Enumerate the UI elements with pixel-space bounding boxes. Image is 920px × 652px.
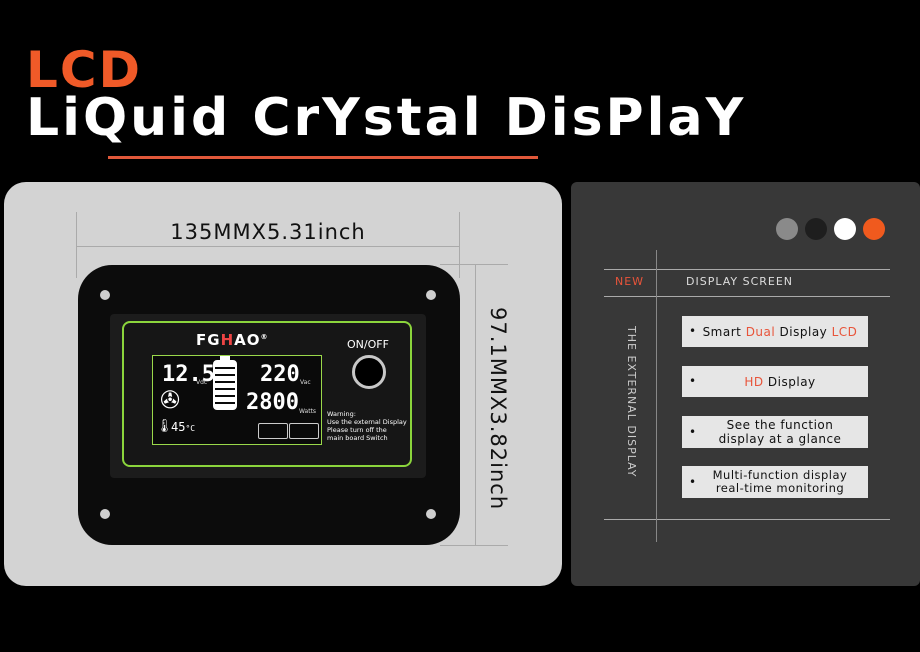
divider — [656, 250, 657, 542]
color-swatch-white[interactable] — [834, 218, 856, 240]
width-dimension-line — [76, 246, 460, 247]
divider — [604, 269, 890, 270]
feature-text: Display — [763, 375, 816, 389]
dimension-tick — [440, 264, 508, 265]
warning-line: main board Switch — [327, 434, 388, 442]
width-dimension-label: 135MMX5.31inch — [170, 220, 366, 244]
bullet-icon: • — [689, 324, 697, 338]
dimension-tick — [440, 545, 508, 546]
thermometer-icon: 🌡 — [156, 419, 173, 434]
screw-icon — [426, 509, 436, 519]
feature-highlight: HD — [744, 375, 764, 389]
section-heading: DISPLAY SCREEN — [686, 275, 794, 288]
feature-item: • Smart Dual Display LCD — [682, 316, 868, 347]
warning-line: Please turn off the — [327, 426, 387, 434]
bullet-icon: • — [689, 374, 697, 388]
dimension-tick — [459, 212, 460, 278]
brand-text: FG — [196, 331, 221, 349]
brand-text: H — [220, 331, 235, 349]
screw-icon — [426, 290, 436, 300]
screw-icon — [100, 509, 110, 519]
watts-unit: Watts — [299, 408, 317, 415]
color-swatch-black[interactable] — [805, 218, 827, 240]
feature-item: • HD Display — [682, 366, 868, 397]
dc-voltage-unit: Vdc — [196, 379, 208, 386]
feature-text: Display — [775, 325, 832, 339]
screw-icon — [100, 290, 110, 300]
fan-icon: ✇ — [160, 386, 181, 414]
feature-label: HD Display — [696, 375, 864, 389]
bullet-icon: • — [689, 425, 697, 439]
feature-text: Smart — [702, 325, 746, 339]
feature-text: See the function — [726, 418, 834, 432]
status-indicator-icon — [258, 423, 288, 439]
feature-label: Smart Dual Display LCD — [696, 325, 864, 339]
title-underline — [108, 156, 538, 159]
feature-highlight: Dual — [745, 325, 776, 339]
warning-line: Use the external Display — [327, 418, 407, 426]
brand-registered: ® — [260, 333, 269, 341]
temperature-readout: 45°C — [171, 420, 195, 434]
title-lcd: LCD — [26, 41, 143, 99]
brand-text: AO — [234, 331, 261, 349]
feature-text: real-time monitoring — [715, 481, 845, 495]
battery-cap — [220, 356, 230, 360]
warning-text: Warning: Use the external Display Please… — [327, 410, 417, 442]
warning-line: Warning: — [327, 410, 356, 418]
new-label: NEW — [615, 275, 645, 288]
feature-text: display at a glance — [718, 432, 842, 446]
ac-voltage-value: 220 — [260, 362, 300, 387]
page-title: LiQuid CrYstal DisPlaY — [26, 88, 747, 148]
bullet-icon: • — [689, 475, 697, 489]
height-dimension-line — [475, 264, 476, 546]
feature-text: Multi-function display — [712, 468, 848, 482]
lcd-readout — [152, 355, 322, 445]
divider — [604, 519, 890, 520]
onoff-label: ON/OFF — [347, 338, 389, 351]
watts-value: 2800 — [246, 390, 299, 415]
brand-logo: FGHAO® — [196, 331, 269, 349]
battery-icon — [213, 360, 237, 410]
ac-voltage-unit: Vac — [300, 379, 311, 386]
dc-voltage-value: 12.5 — [162, 362, 215, 387]
height-dimension-label: 97.1MMX3.82inch — [486, 307, 510, 511]
vertical-label: THE EXTERNAL DISPLAY — [625, 326, 638, 478]
dimension-tick — [76, 212, 77, 278]
power-button[interactable] — [352, 355, 386, 389]
divider — [604, 296, 890, 297]
color-swatch-orange[interactable] — [863, 218, 885, 240]
temperature-value: 45 — [171, 420, 186, 434]
status-indicator-icon — [289, 423, 319, 439]
temperature-unit: °C — [185, 424, 196, 433]
color-swatch-gray[interactable] — [776, 218, 798, 240]
feature-highlight: LCD — [831, 325, 858, 339]
